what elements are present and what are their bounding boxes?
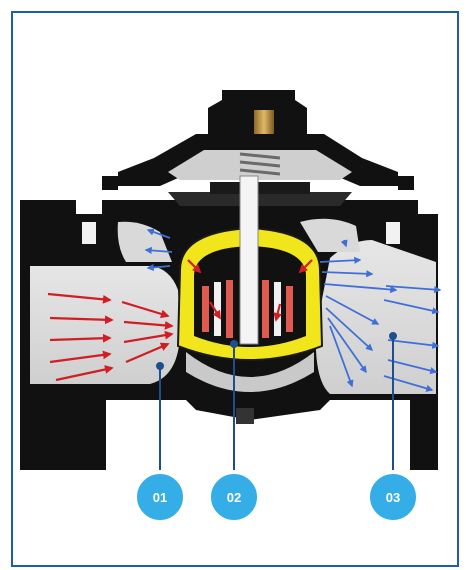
- callout-label-03: 03: [386, 490, 400, 505]
- flange-bolt-hole: [82, 222, 96, 244]
- callout-label-01: 01: [153, 490, 167, 505]
- strainer-cage: [176, 175, 324, 361]
- callout-02: 02: [209, 472, 259, 522]
- outlet-chamber: [315, 240, 436, 394]
- callout-03: 03: [368, 472, 418, 522]
- callout-label-02: 02: [227, 490, 241, 505]
- callout-leaders: [156, 332, 397, 470]
- flange-bolt-hole: [386, 222, 400, 244]
- control-chamber: [168, 150, 352, 206]
- diaphragm: [168, 192, 352, 206]
- callout-01: 01: [135, 472, 185, 522]
- inlet-flow-arrows: [47, 259, 313, 382]
- valve-stem: [239, 175, 259, 345]
- cage-bars: [202, 280, 293, 338]
- spring: [239, 152, 281, 176]
